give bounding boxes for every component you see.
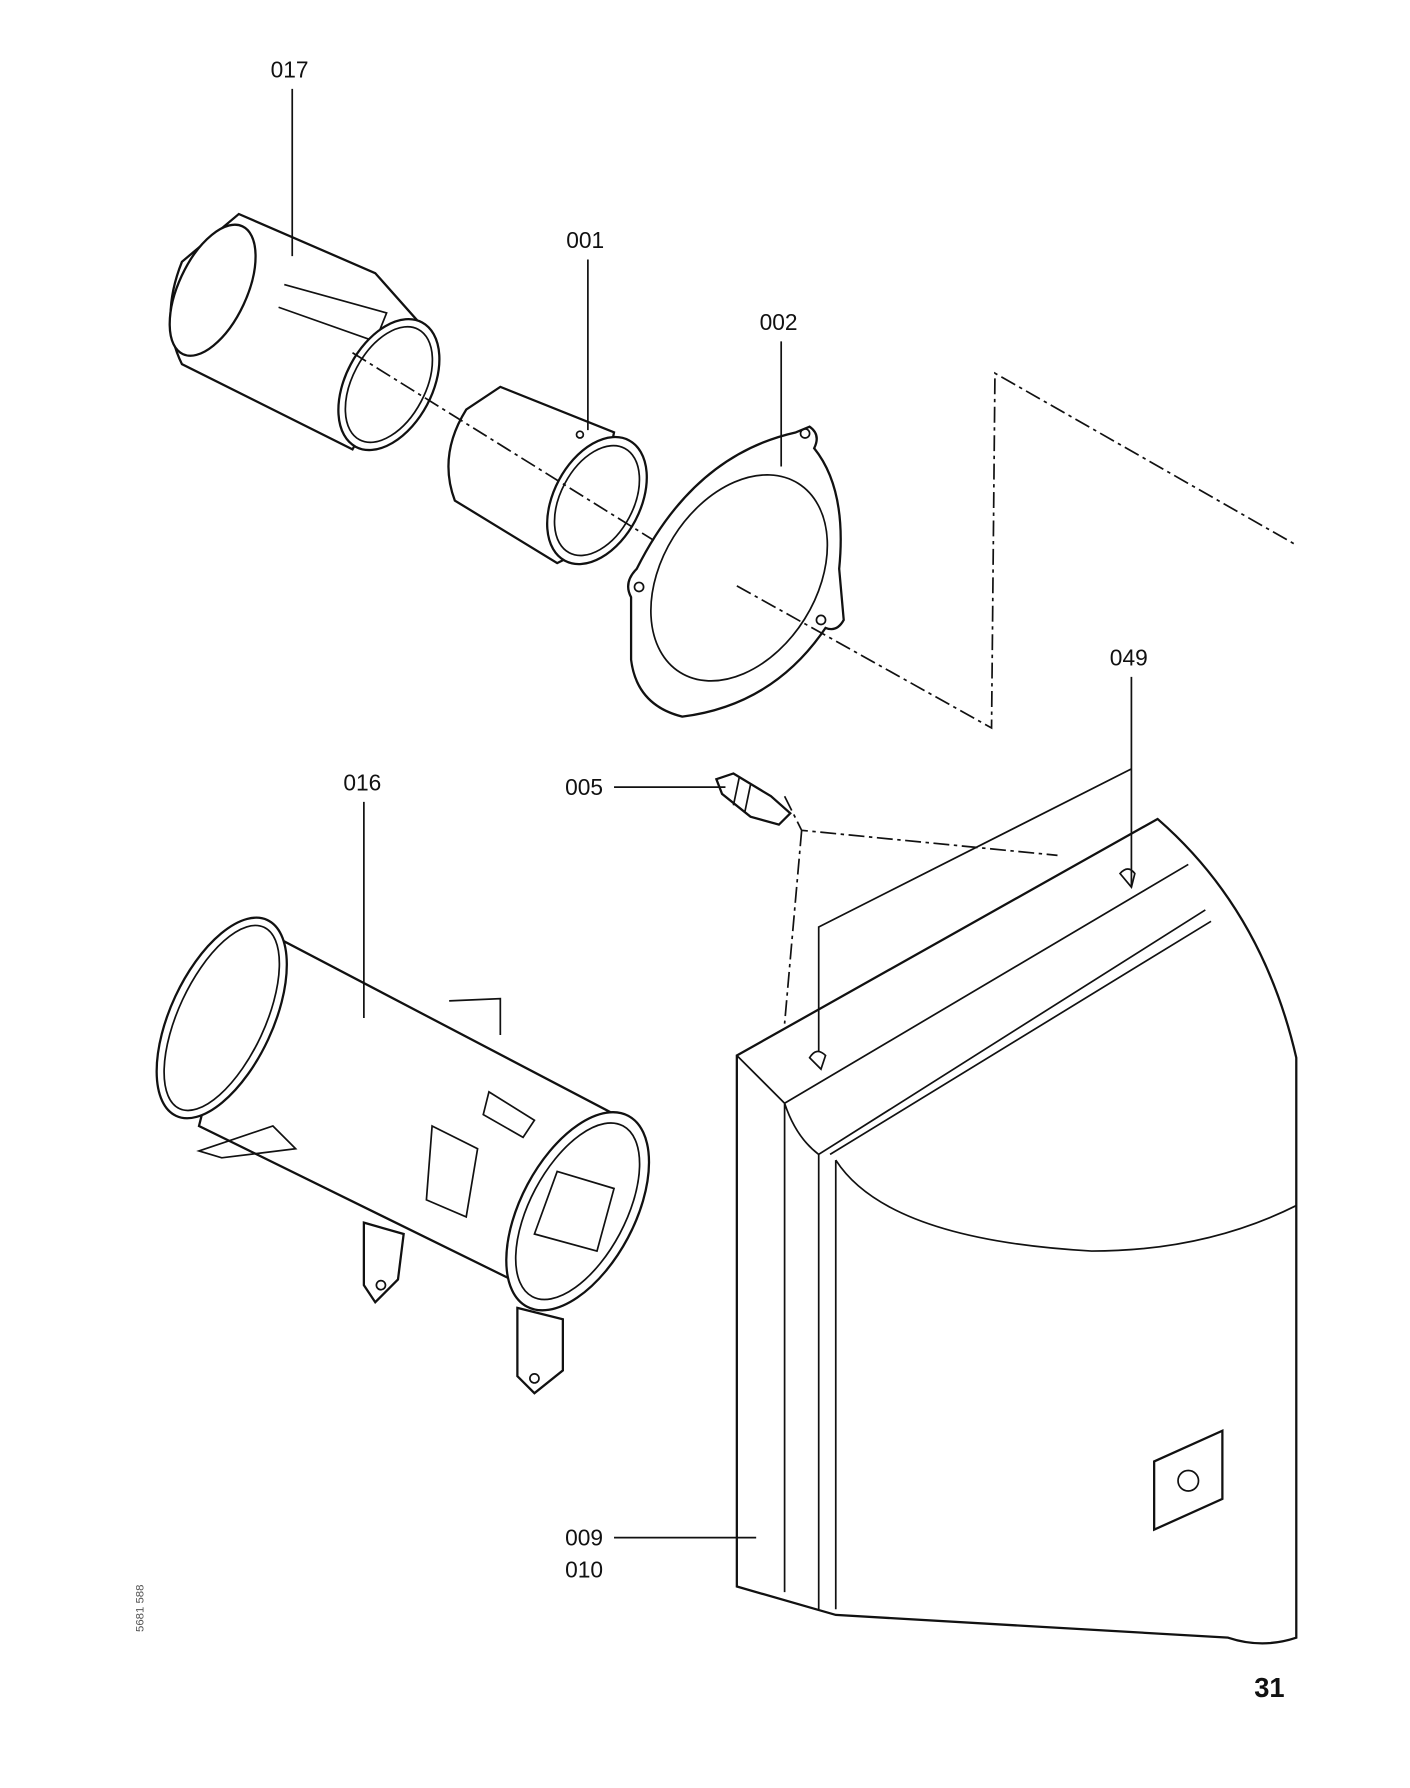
label-005: 005 [565,774,603,800]
drawing-number: 5681 588 [134,1585,146,1632]
part-016-blast-tube [155,916,651,1395]
part-002-gasket [627,425,845,718]
label-017: 017 [271,57,309,83]
assembly-axis-line [352,352,655,542]
label-016: 016 [343,770,381,796]
page-number: 31 [1254,1672,1284,1703]
label-001: 001 [566,227,604,253]
assembly-axis-line [736,371,1295,730]
label-009: 009 [565,1525,603,1551]
part-005-electrode [714,772,792,826]
part-017-tube [168,212,441,452]
label-010: 010 [565,1556,603,1582]
assembly-axis-line [783,795,1058,1024]
leader-lines [291,88,1133,1539]
label-002: 002 [760,309,798,335]
part-009-010-hood [735,817,1298,1645]
part-001-nozzle [447,385,648,566]
label-049: 049 [1110,644,1148,670]
